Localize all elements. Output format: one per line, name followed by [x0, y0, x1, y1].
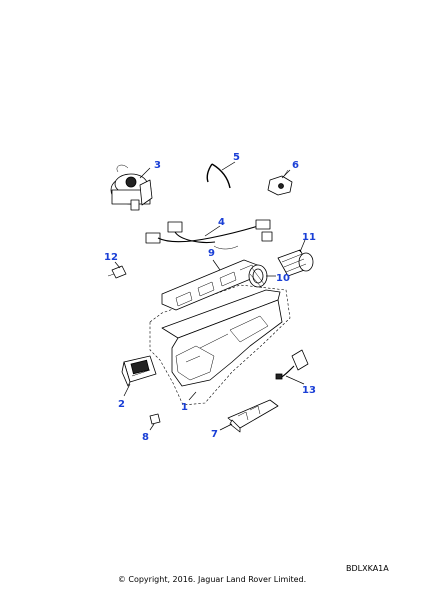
callout-3: 3 — [154, 160, 161, 171]
part-6-sensor — [267, 169, 293, 196]
leader-lines — [114, 161, 306, 431]
diagram-reference-code: BDLXKA1A — [346, 564, 389, 573]
part-4-wiring-harness — [145, 219, 273, 250]
callout-11: 11 — [302, 232, 316, 243]
part-10-flex-hose — [248, 264, 268, 289]
part-7-lower-vent — [227, 399, 279, 433]
callout-2: 2 — [118, 399, 125, 410]
callout-10: 10 — [276, 273, 290, 284]
part-5-hose — [206, 163, 231, 189]
part-13-connector — [275, 349, 309, 380]
callout-5: 5 — [233, 152, 240, 163]
part-1-main-housing — [161, 289, 283, 387]
part-12-clip — [107, 265, 127, 279]
callout-7: 7 — [211, 429, 218, 440]
part-2-actuator — [121, 355, 157, 387]
part-3-blower-motor — [110, 164, 153, 211]
callout-12: 12 — [104, 252, 118, 263]
part-8-clip — [149, 413, 161, 425]
callout-8: 8 — [142, 432, 149, 443]
part-11-duct — [277, 249, 314, 277]
callout-4: 4 — [218, 217, 225, 228]
callout-9: 9 — [208, 248, 215, 259]
callout-1: 1 — [181, 402, 188, 413]
callout-6: 6 — [292, 160, 299, 171]
callout-labels: 3 5 6 4 11 9 12 10 1 2 13 8 7 — [104, 152, 316, 443]
part-9-upper-duct — [161, 259, 261, 311]
callout-13: 13 — [302, 385, 316, 396]
copyright-notice: © Copyright, 2016. Jaguar Land Rover Lim… — [117, 575, 307, 584]
assembly-dashed-outline — [149, 284, 291, 406]
